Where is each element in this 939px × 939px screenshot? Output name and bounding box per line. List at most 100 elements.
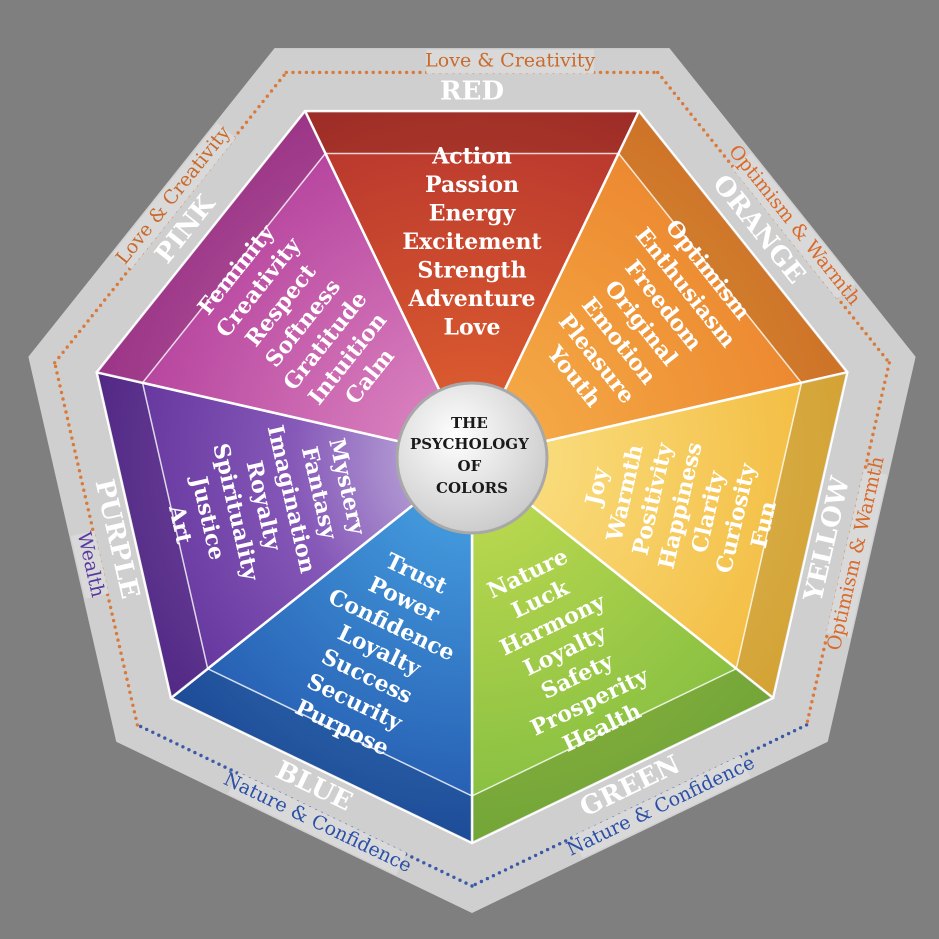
border-dot	[70, 436, 74, 440]
border-dot	[145, 727, 149, 732]
border-dot	[693, 117, 697, 122]
border-dot	[113, 625, 117, 629]
border-dot	[193, 750, 197, 755]
border-dot	[132, 710, 137, 714]
border-dot	[223, 765, 227, 769]
border-dot	[199, 753, 203, 758]
border-dot	[823, 641, 827, 645]
border-dot	[866, 452, 871, 456]
border-dot	[90, 314, 94, 318]
border-dot	[810, 700, 814, 704]
border-dot	[869, 439, 874, 443]
border-dot	[65, 345, 69, 349]
border-dot	[863, 465, 868, 469]
border-dot	[533, 853, 538, 858]
center-badge: THE PSYCHOLOGY OF COLORS	[395, 381, 549, 535]
edge-label-backing	[571, 755, 751, 859]
border-dot	[175, 742, 179, 746]
border-dot	[74, 455, 79, 460]
border-dot	[126, 684, 131, 688]
border-dot	[77, 469, 82, 473]
border-dot	[558, 842, 562, 846]
border-dot	[78, 329, 82, 334]
border-dot	[860, 326, 864, 331]
border-dot	[792, 729, 797, 733]
border-dot	[85, 501, 89, 505]
border-dot	[240, 125, 244, 130]
border-dot	[169, 739, 173, 743]
border-dot	[384, 70, 389, 75]
border-dot	[762, 743, 767, 747]
border-dot	[458, 878, 462, 882]
border-dot	[94, 308, 99, 313]
border-dot	[58, 384, 62, 388]
segment-red: RED ActionPassionEnergyExcitementStrengt…	[303, 77, 641, 460]
border-dot	[107, 293, 111, 297]
border-dot	[134, 716, 138, 720]
border-dot	[111, 287, 115, 292]
border-dot	[864, 332, 868, 336]
border-dot	[856, 321, 860, 325]
border-dot	[822, 647, 826, 652]
border-dot	[868, 445, 872, 450]
border-dot	[612, 70, 616, 75]
border-dot	[61, 350, 65, 354]
border-dot	[718, 149, 722, 153]
border-dot	[813, 686, 817, 691]
border-dot	[875, 413, 880, 417]
border-dot	[261, 99, 265, 104]
border-dot	[877, 406, 881, 411]
border-dot	[768, 740, 773, 744]
segment-pink-band	[95, 109, 327, 384]
border-dot	[780, 734, 785, 739]
border-dot	[211, 759, 215, 763]
border-dot	[324, 70, 329, 75]
border-dot	[839, 300, 843, 305]
border-dot	[139, 724, 143, 729]
border-dot	[76, 462, 80, 466]
border-dot	[391, 70, 395, 75]
border-dot	[817, 667, 822, 671]
border-dot	[750, 749, 755, 753]
border-dot	[881, 387, 885, 391]
segment-word: Action	[431, 144, 512, 170]
border-dot	[151, 730, 155, 734]
border-dot	[656, 70, 660, 75]
border-dot	[358, 70, 362, 75]
border-dot	[269, 89, 274, 93]
border-dot	[83, 495, 88, 499]
border-dot	[539, 850, 544, 855]
edge-label-backing	[426, 49, 595, 74]
border-dot	[123, 272, 128, 276]
border-dot	[103, 298, 107, 302]
border-dot	[434, 866, 438, 871]
border-dot	[411, 70, 415, 75]
border-dot	[236, 131, 240, 135]
edge-label-backing	[70, 530, 109, 599]
border-dot	[257, 104, 261, 109]
border-dot	[551, 845, 556, 849]
edge-label-backing	[112, 122, 236, 269]
border-dot	[820, 654, 824, 658]
center-line-3: OF	[458, 457, 482, 475]
border-dot	[351, 70, 355, 75]
border-dot	[497, 871, 502, 875]
border-dot	[53, 364, 58, 369]
segment-green-words: NatureLuckHarmonyLoyaltySafetyProsperity…	[483, 543, 653, 757]
border-dot	[807, 713, 811, 717]
segment-purple: PURPLE MysteryFantasyImaginationRoyaltyS…	[88, 371, 474, 700]
segment-pink: PINK FeminityCreativityRespectSoftnessGr…	[95, 109, 474, 460]
border-dot	[805, 719, 810, 723]
border-dot	[503, 868, 508, 872]
border-dot	[69, 340, 74, 344]
border-dot	[117, 644, 122, 649]
center-line-1: THE	[451, 414, 488, 432]
border-dot	[73, 449, 77, 453]
edge-label-backing	[732, 152, 856, 299]
border-dot	[868, 337, 872, 341]
border-dot	[843, 305, 847, 310]
border-dot	[128, 690, 132, 694]
border-dot	[111, 618, 116, 623]
border-dot	[64, 410, 68, 414]
